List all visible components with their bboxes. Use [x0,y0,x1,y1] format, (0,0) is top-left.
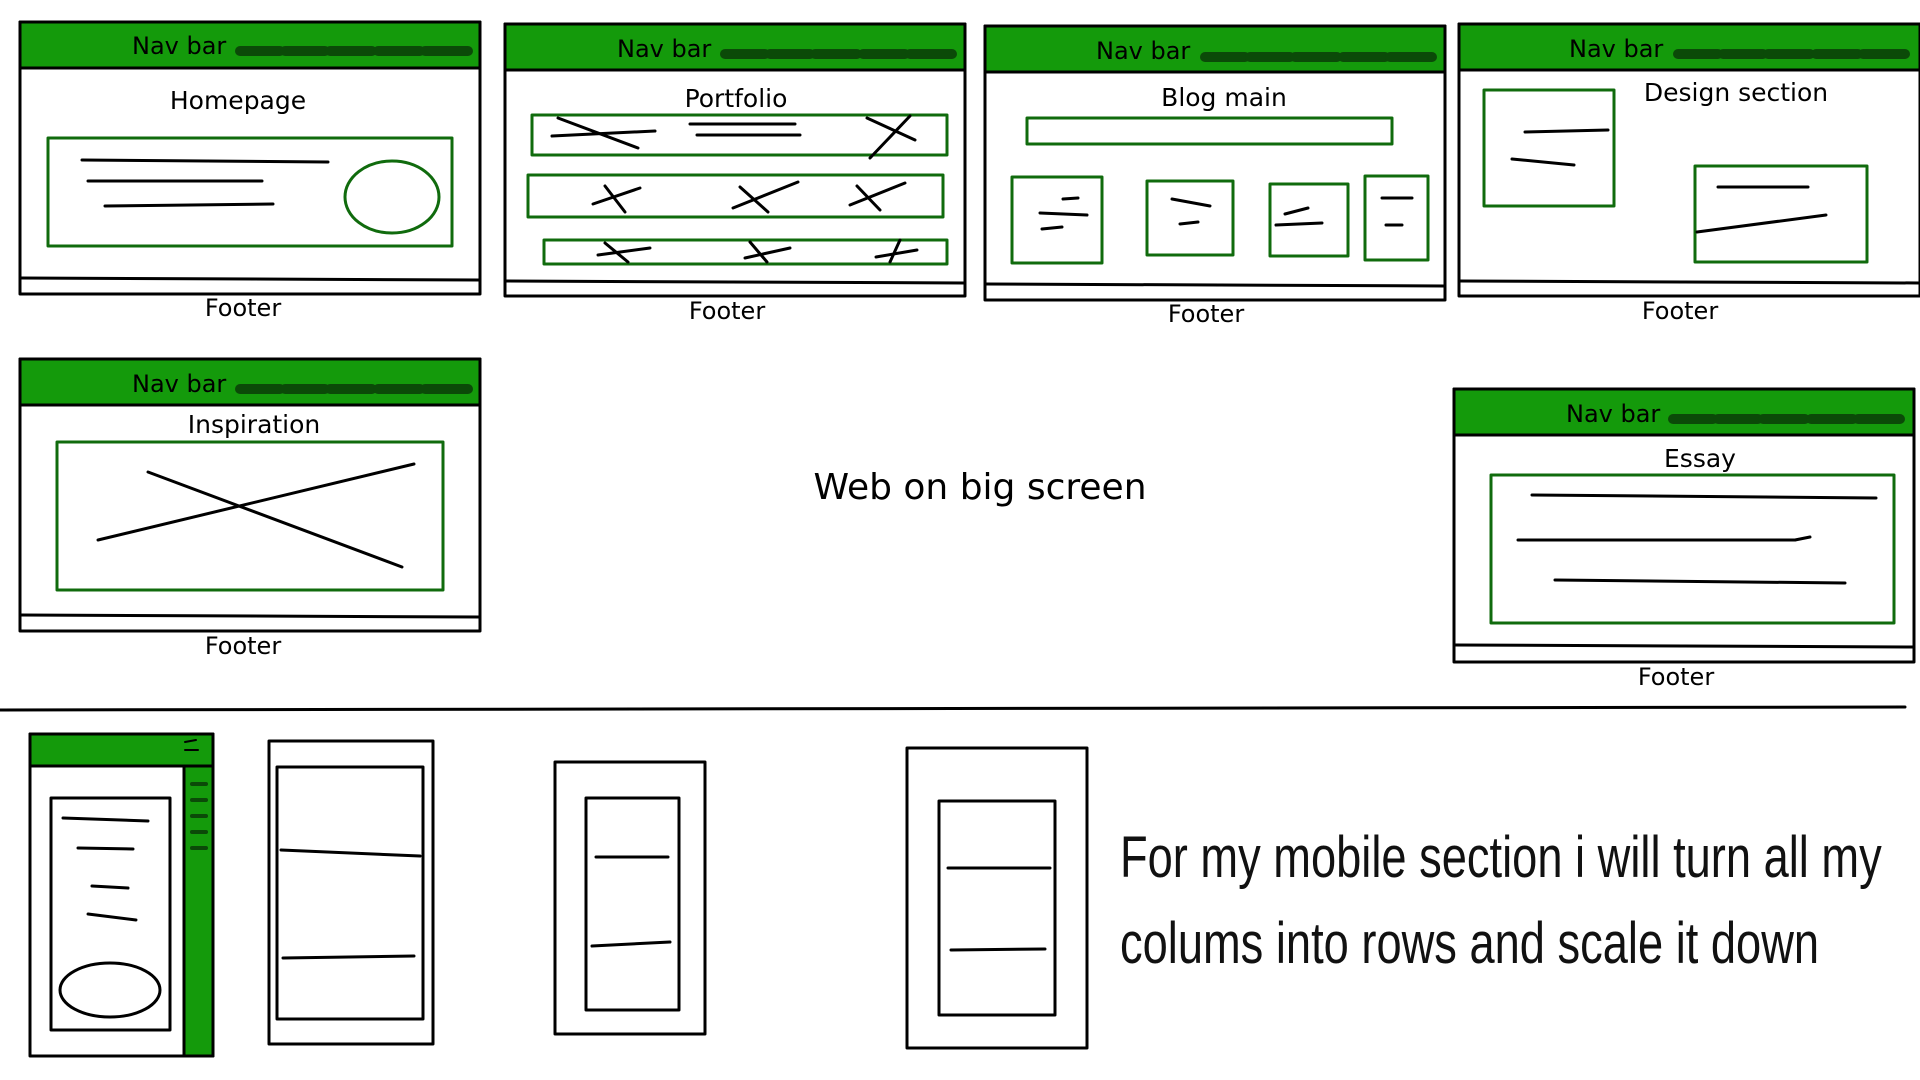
nav-bar-block [1452,387,1916,437]
nav-bar-label: Nav bar [132,32,227,60]
hero-image-circle [343,159,441,235]
design-text-box [1693,164,1869,264]
mobile-wireframe-2 [267,739,435,1046]
mobile-section-note: For my mobile section i will turn all my… [1120,815,1882,987]
footer-label: Footer [204,294,282,322]
page-title-homepage: Homepage [169,86,307,115]
page-title-portfolio: Portfolio [684,84,788,113]
nav-bar-label: Nav bar [1566,400,1661,428]
mobile-note-line-2: colums into rows and scale it down [1120,911,1820,976]
mobile-wireframe-3 [553,760,707,1036]
mobile-wireframe-homepage [28,732,215,1058]
section-divider [0,705,1907,712]
wireframe-essay [1452,387,1916,664]
footer-label: Footer [688,297,766,325]
page-title-essay: Essay [1664,444,1736,473]
footer-label: Footer [204,632,282,660]
nav-bar-label: Nav bar [132,370,227,398]
nav-bar-label: Nav bar [617,35,712,63]
blog-cards [1010,174,1430,265]
page-title-blog-main: Blog main [1161,83,1287,112]
wireframe-portfolio [503,22,967,298]
mobile-wireframe-4 [905,746,1089,1050]
footer-label: Footer [1167,300,1245,328]
design-image-box [1482,88,1616,208]
nav-bar-block [983,24,1447,74]
nav-bar-block [503,22,967,72]
wireframe-homepage [18,20,482,296]
wireframe-inspiration [18,357,482,633]
wireframe-blog-main [983,24,1447,302]
blog-search-bar [1025,116,1394,146]
nav-bar-block [18,20,482,70]
nav-bar-label: Nav bar [1569,35,1664,63]
footer-label: Footer [1641,297,1719,325]
web-on-big-screen-label: Web on big screen [813,467,1147,508]
portfolio-rows [526,113,949,266]
page-title-design-section: Design section [1643,78,1829,107]
mobile-note-line-1: For my mobile section i will turn all my [1120,825,1882,890]
nav-bar-block [18,357,482,407]
hero-box [46,136,454,248]
nav-bar-block [1457,22,1920,72]
footer-label: Footer [1637,663,1715,691]
page-title-inspiration: Inspiration [187,410,321,439]
inspiration-image-box [55,440,445,592]
nav-bar-label: Nav bar [1096,37,1191,65]
essay-text-box [1489,473,1896,625]
wireframe-design-section [1457,22,1920,298]
